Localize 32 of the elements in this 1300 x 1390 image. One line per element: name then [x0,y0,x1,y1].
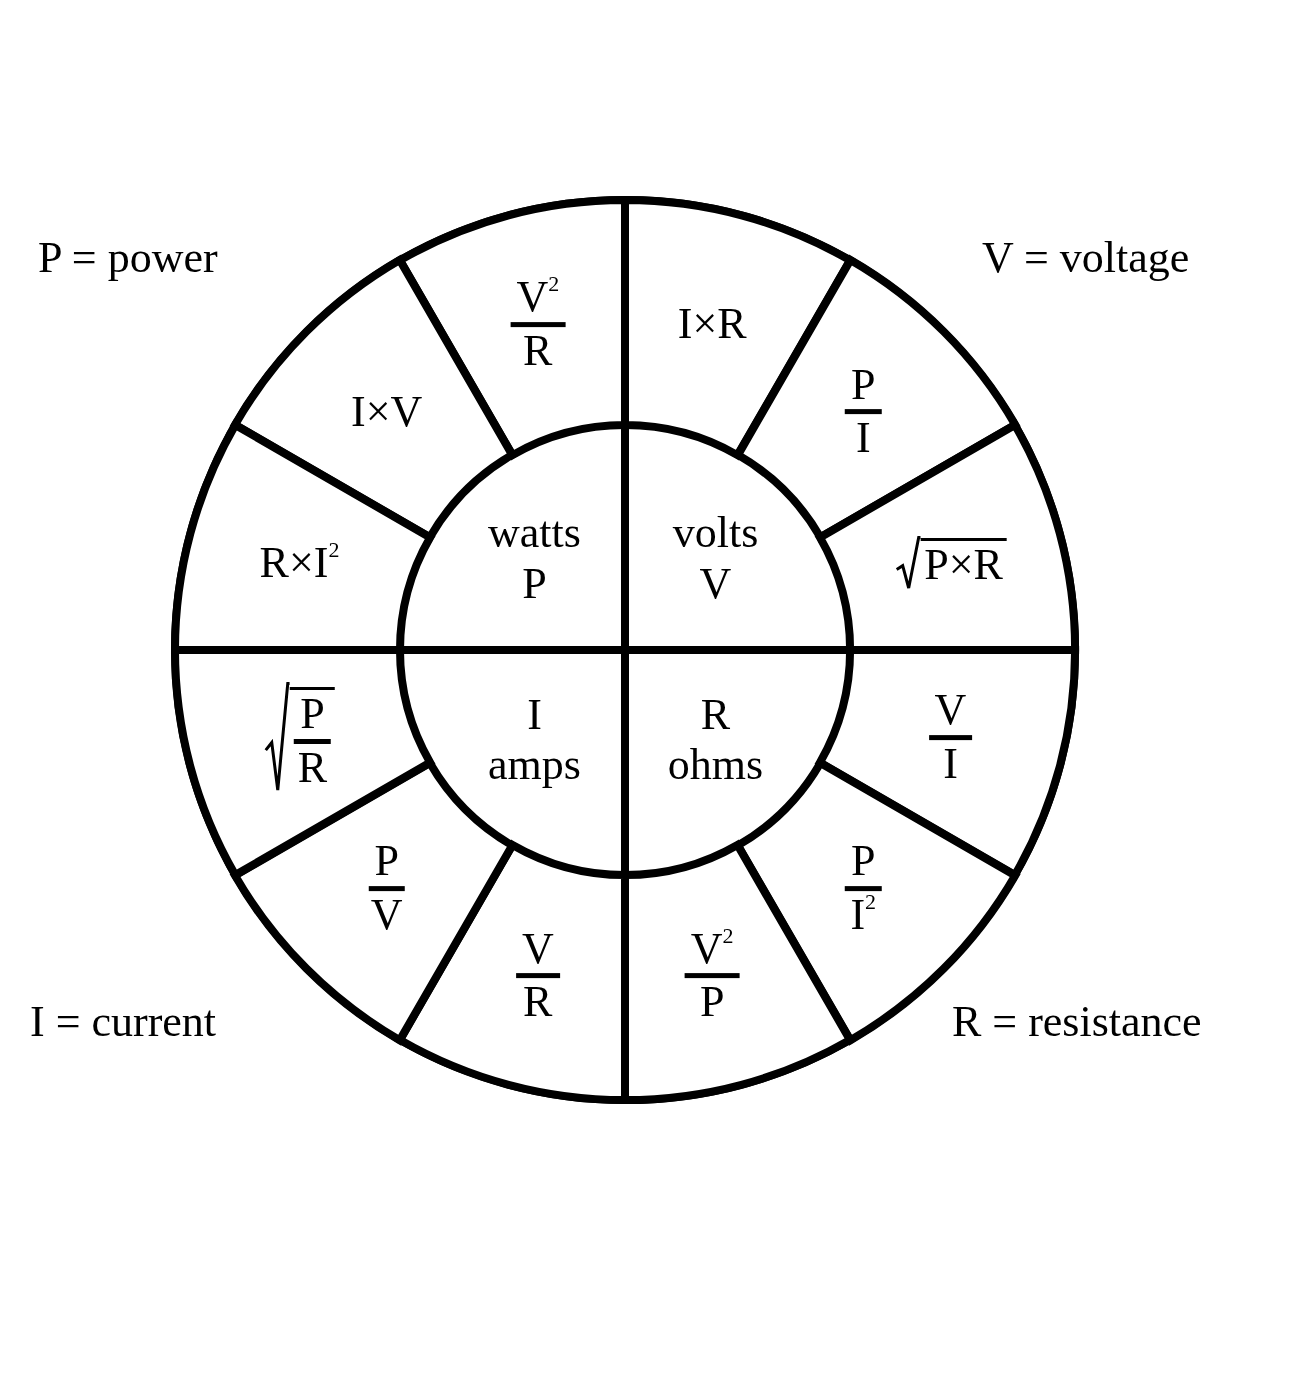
formula-text: P×R [920,538,1007,590]
denominator: I [855,414,871,463]
numerator: P [845,360,882,415]
formula-text: I×V [351,386,423,437]
denominator: R [523,978,553,1027]
definition-text: V = voltage [982,232,1190,283]
denominator: P [699,978,725,1027]
definition-text: R = resistance [952,996,1202,1047]
quadrant-label: R [699,689,732,741]
quadrant-label: ohms [667,740,764,792]
quadrant-label: volts [672,508,759,560]
numerator: P [845,837,882,891]
denominator: R [297,743,328,793]
numerator: V [515,924,560,978]
numerator: V$^{2}$ [684,924,740,978]
quadrant-label: watts [488,508,581,560]
formula-text: I×R [677,299,747,350]
quadrant-label: I [526,689,543,741]
definition-text: P = power [38,232,218,283]
formula-text: R×I$^{2}$ [259,537,340,589]
quadrant-label: P [521,559,548,611]
numerator: P [294,690,331,744]
denominator: I$^{2}$ [850,890,877,940]
denominator: R [523,326,553,376]
numerator: V$^{2}$ [510,273,566,327]
denominator: I [943,739,958,789]
definition-text: I = current [30,996,217,1047]
numerator: V [928,686,973,740]
numerator: P [368,837,405,891]
quadrant-label: amps [488,740,581,792]
denominator: V [370,890,403,940]
quadrant-label: V [698,559,733,611]
